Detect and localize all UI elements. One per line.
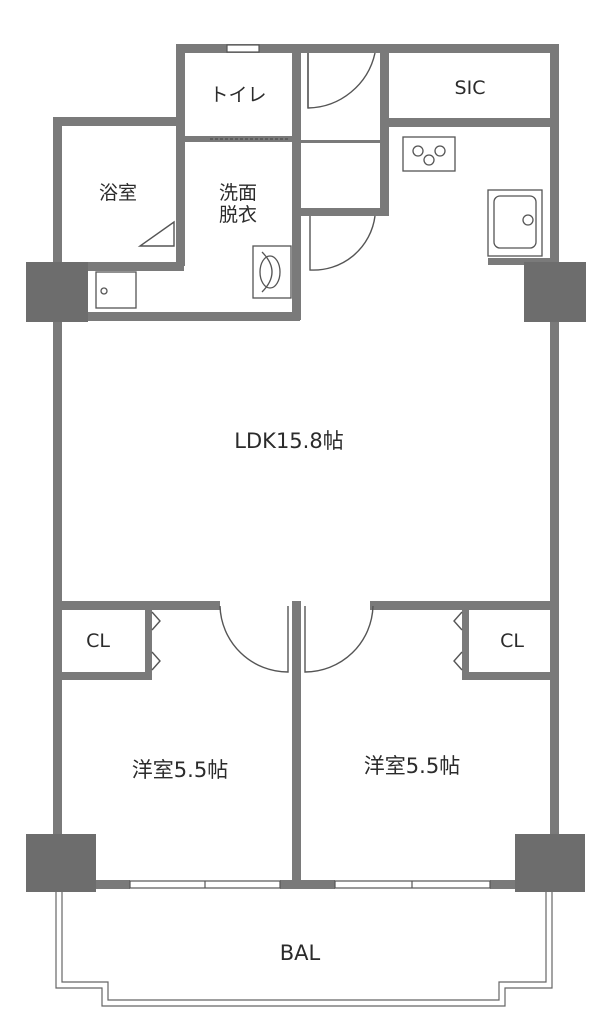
bath-label: 浴室 <box>98 182 138 205</box>
doors <box>137 52 463 673</box>
ldk-label: LDK15.8帖 <box>234 428 344 453</box>
balcony-outline <box>55 892 553 1007</box>
bedroom-left-label: 洋室5.5帖 <box>131 757 229 782</box>
closet-left-label: CL <box>86 630 110 653</box>
fixtures <box>95 136 543 309</box>
toilet-label: トイレ <box>209 84 267 107</box>
washroom-label: 洗面 脱衣 <box>218 182 258 227</box>
pillars <box>26 262 586 892</box>
bedroom-right-label: 洋室5.5帖 <box>363 753 461 778</box>
washroom-label-line2: 脱衣 <box>218 204 258 226</box>
walls <box>53 44 559 889</box>
windows <box>129 44 491 889</box>
sic-label: SIC <box>454 77 486 100</box>
washroom-label-line1: 洗面 <box>218 182 258 205</box>
balcony-label: BAL <box>279 940 321 965</box>
closet-right-label: CL <box>500 630 524 653</box>
